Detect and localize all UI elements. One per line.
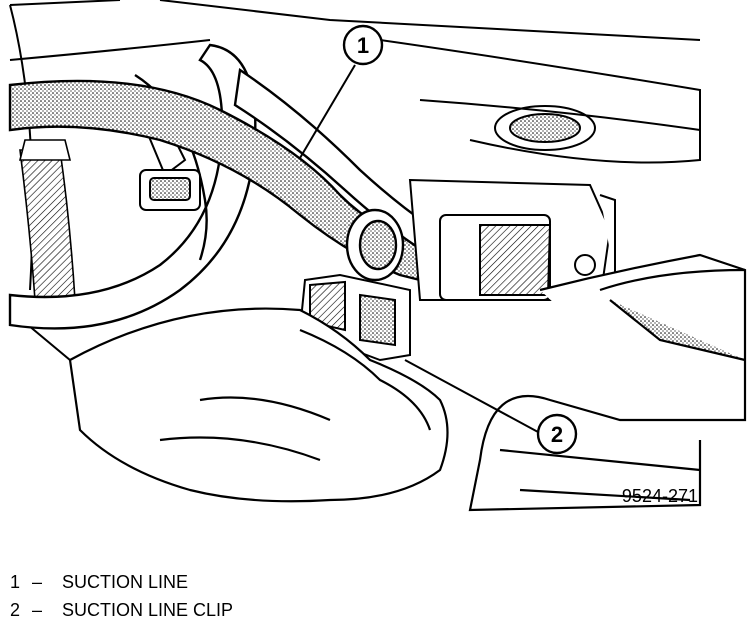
callout-1-leader <box>299 64 356 159</box>
callout-1: 1 <box>299 24 384 159</box>
callout-2: 2 <box>404 359 578 455</box>
legend-item-1: 1 – SUCTION LINE <box>10 568 233 596</box>
callout-2-number: 2 <box>551 422 563 447</box>
figure-id: 9524-271 <box>622 486 698 506</box>
callout-1-number: 1 <box>357 33 369 58</box>
legend-item-number: 1 <box>10 572 21 592</box>
technician-hand <box>68 307 449 503</box>
suction-line <box>8 67 502 287</box>
suction-line-illustration: 1 2 9524-271 <box>8 0 747 512</box>
callout-2-leader <box>404 359 539 433</box>
legend-item-label: SUCTION LINE <box>62 572 189 592</box>
legend-item-separator: – <box>32 600 43 620</box>
legend-item-2: 2 – SUCTION LINE CLIP <box>10 596 233 624</box>
callout-2-circle <box>536 413 578 455</box>
callout-1-circle <box>342 24 384 66</box>
legend-item-separator: – <box>32 572 43 592</box>
legend-item-label: SUCTION LINE CLIP <box>62 600 234 620</box>
legend: 1 – SUCTION LINE 2 – SUCTION LINE CLIP <box>10 568 233 624</box>
wiring-harness <box>18 139 76 301</box>
housing-cover <box>468 253 747 512</box>
legend-item-number: 2 <box>10 600 21 620</box>
suction-line-connector <box>408 178 616 301</box>
